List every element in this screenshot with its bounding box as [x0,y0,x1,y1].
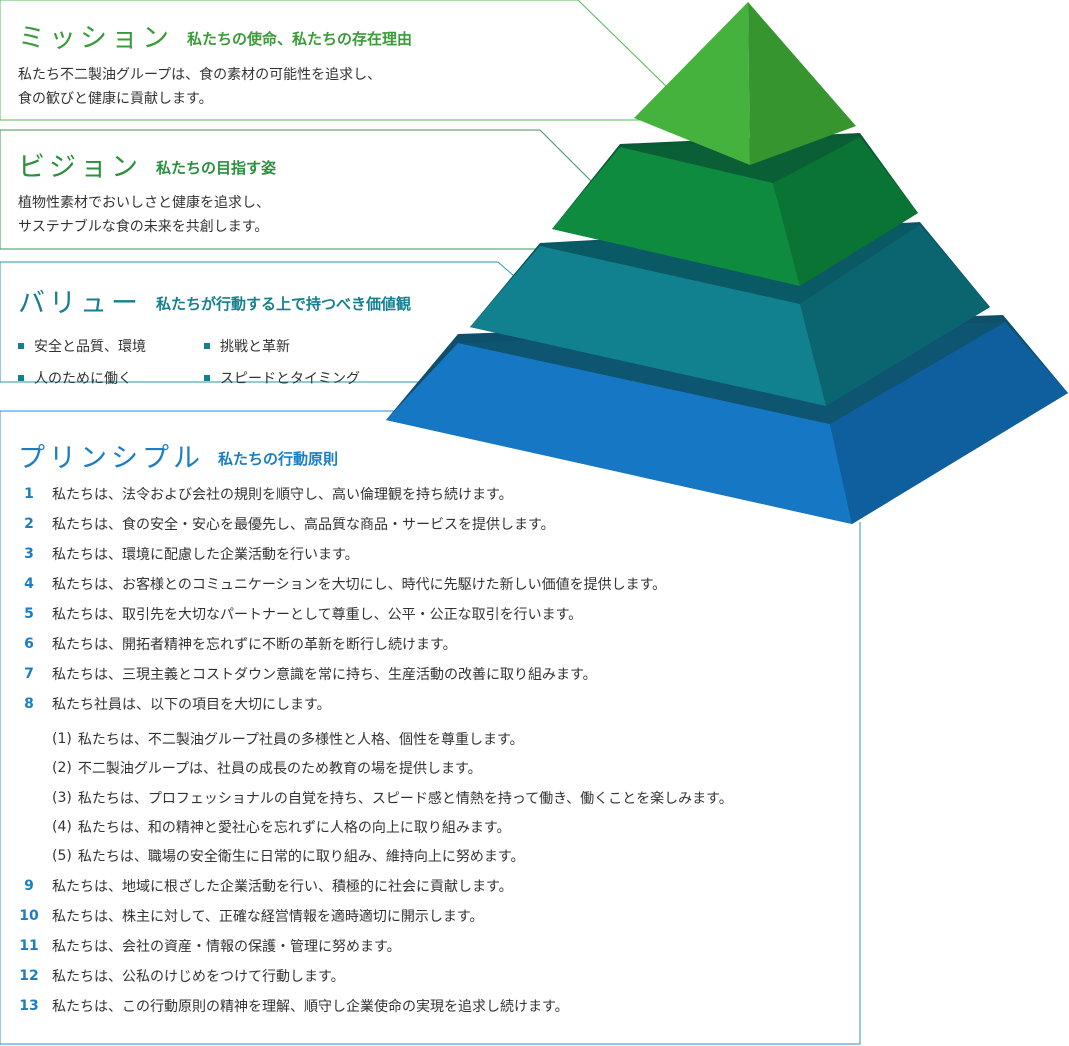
principle-item: 10 私たちは、株主に対して、正確な経営情報を適時適切に開示します。 [16,906,856,926]
principle-number: 6 [24,636,34,652]
vision-description: 植物性素材でおいしさと健康を追求し、 サステナブルな食の未来を共創します。 [18,191,276,239]
principle-text: 私たちは、法令および会社の規則を順守し、高い倫理観を持ち続けます。 [52,487,513,503]
principle-item: 4 私たちは、お客様とのコミュニケーションを大切にし、時代に先駆けた新しい価値を提… [16,574,856,594]
principle-number: 11 [19,938,39,954]
principle-text: 私たち社員は、以下の項目を大切にします。 [52,697,331,713]
principle-item: 6 私たちは、開拓者精神を忘れずに不断の革新を断行し続けます。 [16,634,856,654]
square-bullet-icon [18,375,24,381]
principle-subitem: (1) 私たちは、不二製油グループ社員の多様性と人格、個性を尊重します。 [52,729,524,749]
mission-heading: ミッション私たちの使命、私たちの存在理由 [18,16,412,55]
principle-item: 1 私たちは、法令および会社の規則を順守し、高い倫理観を持ち続けます。 [16,484,856,504]
subitem-text: 私たちは、和の精神と愛社心を忘れずに人格の向上に取り組みます。 [77,820,511,836]
mission-line: 私たち不二製油グループは、食の素材の可能性を追求し、 [18,67,382,83]
principle-text: 私たちは、この行動原則の精神を理解、順守し企業使命の実現を追求し続けます。 [52,999,569,1015]
principle-title: プリンシプル [18,443,204,474]
vision-subtitle: 私たちの目指す姿 [156,159,277,177]
mission-title: ミッション [18,23,173,54]
subitem-text: 私たちは、不二製油グループ社員の多様性と人格、個性を尊重します。 [77,732,524,748]
mission-line: 食の歓びと健康に貢献します。 [18,91,213,107]
square-bullet-icon [18,343,24,349]
principle-subtitle: 私たちの行動原則 [218,450,339,468]
mission-description: 私たち不二製油グループは、食の素材の可能性を追求し、 食の歓びと健康に貢献します… [18,63,412,111]
principle-number: 4 [24,576,34,592]
principle-number: 10 [19,908,39,924]
value-title: バリュー [18,288,142,319]
value-item-label: スピードとタイミング [220,371,360,387]
value-item: 人のために働く [18,368,204,388]
value-section: バリュー私たちが行動する上で持つべき価値観 安全と品質、環境 挑戦と革新 人のた… [18,281,414,388]
principle-subitem: (5) 私たちは、職場の安全衛生に日常的に取り組み、維持向上に努めます。 [52,846,524,866]
vision-line: サステナブルな食の未来を共創します。 [18,219,269,235]
principle-number: 7 [24,666,34,682]
principle-subitem: (3) 私たちは、プロフェッショナルの自覚を持ち、スピード感と情熱を持って働き、働… [52,788,733,808]
principle-number: 9 [24,878,34,894]
mission-box-outline [0,0,671,121]
principle-number: 1 [24,486,34,502]
mission-section: ミッション私たちの使命、私たちの存在理由 私たち不二製油グループは、食の素材の可… [18,16,412,111]
subitem-text: 不二製油グループは、社員の成長のため教育の場を提供します。 [77,761,482,777]
principle-number: 12 [19,968,39,984]
principle-number: 8 [24,696,34,712]
subitem-number: (5) [52,848,72,864]
principle-text: 私たちは、開拓者精神を忘れずに不断の革新を断行し続けます。 [52,637,457,653]
principle-number: 5 [24,606,34,622]
principle-text: 私たちは、お客様とのコミュニケーションを大切にし、時代に先駆けた新しい価値を提供… [52,577,667,593]
square-bullet-icon [204,375,210,381]
vision-title: ビジョン [18,152,142,183]
principle-text: 私たちは、環境に配慮した企業活動を行います。 [52,547,359,563]
principle-text: 私たちは、株主に対して、正確な経営情報を適時適切に開示します。 [52,909,484,925]
principle-subitem: (4) 私たちは、和の精神と愛社心を忘れずに人格の向上に取り組みます。 [52,817,510,837]
principle-text: 私たちは、取引先を大切なパートナーとして尊重し、公平・公正な取引を行います。 [52,607,583,623]
value-item: 安全と品質、環境 [18,336,204,356]
value-subtitle: 私たちが行動する上で持つべき価値観 [156,295,412,313]
principle-number: 3 [24,546,34,562]
square-bullet-icon [204,343,210,349]
subitem-text: 私たちは、プロフェッショナルの自覚を持ち、スピード感と情熱を持って働き、働くこと… [77,791,733,807]
vision-line: 植物性素材でおいしさと健康を追求し、 [18,195,270,211]
vision-box-outline [0,129,601,250]
value-item: 挑戦と革新 [204,336,414,356]
principle-item: 12 私たちは、公私のけじめをつけて行動します。 [16,966,856,986]
value-item-label: 挑戦と革新 [220,339,290,355]
mission-subtitle: 私たちの使命、私たちの存在理由 [187,30,413,48]
principle-item: 11 私たちは、会社の資産・情報の保護・管理に努めます。 [16,936,856,956]
subitem-number: (4) [52,819,72,835]
principle-text: 私たちは、食の安全・安心を最優先し、高品質な商品・サービスを提供します。 [52,517,555,533]
value-box-outline [0,261,515,383]
principle-heading: プリンシプル私たちの行動原則 [18,436,338,475]
value-heading: バリュー私たちが行動する上で持つべき価値観 [18,281,414,320]
principle-text: 私たちは、地域に根ざした企業活動を行い、積極的に社会に貢献します。 [52,879,513,895]
vision-heading: ビジョン私たちの目指す姿 [18,145,276,184]
subitem-number: (1) [52,731,72,747]
value-item-label: 人のために働く [34,371,132,387]
principle-item: 8 私たち社員は、以下の項目を大切にします。 [16,694,856,714]
principle-item: 3 私たちは、環境に配慮した企業活動を行います。 [16,544,856,564]
principle-number: 13 [19,998,39,1014]
subitem-number: (2) [52,760,72,776]
principle-text: 私たちは、三現主義とコストダウン意識を常に持ち、生産活動の改善に取り組みます。 [52,667,597,683]
vision-section: ビジョン私たちの目指す姿 植物性素材でおいしさと健康を追求し、 サステナブルな食… [18,145,276,239]
pyramid-tier-mission [634,2,856,165]
principle-text: 私たちは、公私のけじめをつけて行動します。 [52,969,345,985]
value-list: 安全と品質、環境 挑戦と革新 人のために働く スピードとタイミング [18,336,414,388]
principle-number: 2 [24,516,34,532]
principle-item: 9 私たちは、地域に根ざした企業活動を行い、積極的に社会に貢献します。 [16,876,856,896]
principle-box-outline [0,410,861,1045]
principle-item: 5 私たちは、取引先を大切なパートナーとして尊重し、公平・公正な取引を行います。 [16,604,856,624]
principle-subitem: (2) 不二製油グループは、社員の成長のため教育の場を提供します。 [52,758,482,778]
subitem-number: (3) [52,790,72,806]
principle-item: 7 私たちは、三現主義とコストダウン意識を常に持ち、生産活動の改善に取り組みます。 [16,664,856,684]
value-item-label: 安全と品質、環境 [34,339,146,355]
principle-text: 私たちは、会社の資産・情報の保護・管理に努めます。 [52,939,401,955]
value-item: スピードとタイミング [204,368,414,388]
principle-item: 2 私たちは、食の安全・安心を最優先し、高品質な商品・サービスを提供します。 [16,514,856,534]
subitem-text: 私たちは、職場の安全衛生に日常的に取り組み、維持向上に努めます。 [77,849,525,865]
principle-item: 13 私たちは、この行動原則の精神を理解、順守し企業使命の実現を追求し続けます。 [16,996,856,1016]
